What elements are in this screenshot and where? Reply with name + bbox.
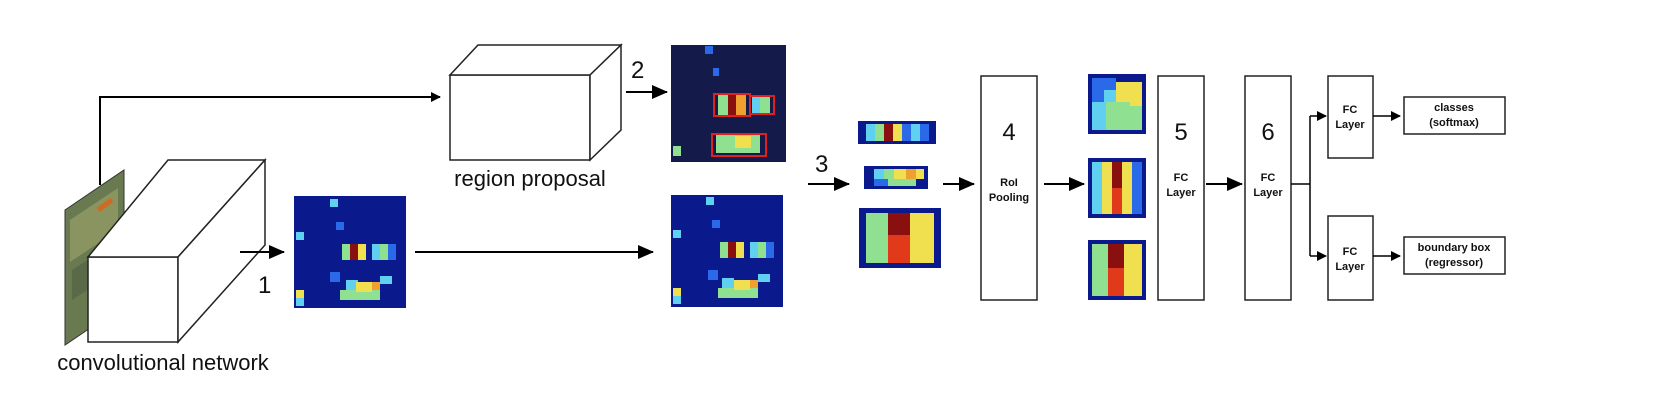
classes-box: classes (softmax)	[1403, 96, 1506, 135]
roi-label-line1: RoI	[1000, 177, 1018, 189]
region-proposal-label: region proposal	[454, 166, 606, 191]
proposal-map	[671, 45, 786, 162]
fc-layer-5: 5 FC Layer	[1157, 75, 1205, 301]
feature-map-1	[294, 196, 406, 308]
bbox-label-line1: boundary box	[1418, 242, 1492, 254]
classes-label-line2: (softmax)	[1429, 117, 1479, 129]
step3-label: 3	[815, 151, 828, 178]
roi-pooling-box: 4 RoI Pooling	[980, 75, 1038, 301]
region-patch-3	[859, 208, 941, 268]
pooled-map-2	[1088, 158, 1146, 218]
feature-map-2	[671, 195, 783, 307]
fc-lower-label-line2: Layer	[1335, 261, 1365, 273]
region-patch-1	[858, 121, 936, 144]
bbox-label-line2: (regressor)	[1425, 257, 1483, 269]
region-proposal-box	[448, 43, 623, 162]
step6-label: 6	[1261, 119, 1274, 146]
fc5-label-line2: Layer	[1166, 187, 1196, 199]
fc-layer-upper: FC Layer	[1327, 75, 1374, 159]
region-patch-2	[864, 166, 928, 189]
fc6-label-line1: FC	[1261, 172, 1276, 184]
fc-upper-label-line2: Layer	[1335, 119, 1365, 131]
classes-label-line1: classes	[1434, 102, 1474, 114]
conv-network-box	[86, 158, 267, 344]
fc-lower-label-line1: FC	[1343, 246, 1358, 258]
arrow-to-region-proposal	[99, 92, 441, 185]
fc6-label-line2: Layer	[1253, 187, 1283, 199]
step1-label: 1	[258, 272, 271, 299]
pooled-map-3	[1088, 240, 1146, 300]
fc-layer-6: 6 FC Layer	[1244, 75, 1292, 301]
bbox-box: boundary box (regressor)	[1403, 236, 1506, 275]
step4-label: 4	[1002, 119, 1015, 146]
fc-layer-lower: FC Layer	[1327, 215, 1374, 301]
step2-label: 2	[631, 57, 644, 84]
roi-label-line2: Pooling	[989, 192, 1029, 204]
fc-upper-label-line1: FC	[1343, 104, 1358, 116]
step5-label: 5	[1174, 119, 1187, 146]
pooled-map-1	[1088, 74, 1146, 134]
fc5-label-line1: FC	[1174, 172, 1189, 184]
conv-network-label: convolutional network	[57, 350, 270, 375]
branch-arrows	[1291, 111, 1327, 261]
